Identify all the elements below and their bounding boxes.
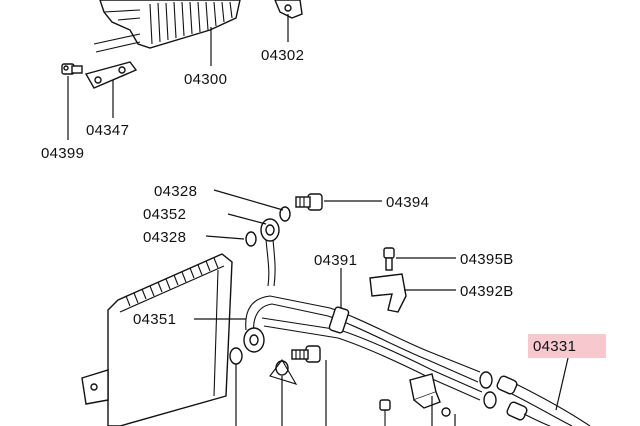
- banjo-bolt-04394: [295, 193, 323, 211]
- bolt-04395b: [383, 247, 395, 271]
- pipe-fitting-04351: [243, 327, 265, 353]
- bracket-04392b: [369, 273, 407, 313]
- callout-04391: 04391: [314, 252, 357, 269]
- washer-04328-upper: [279, 206, 291, 222]
- callout-04351: 04351: [133, 311, 176, 328]
- oil-cooler-lower: [81, 253, 233, 426]
- bolt-lower: [291, 345, 321, 363]
- leader-lines: [67, 14, 569, 426]
- callout-04331: 04331: [533, 338, 576, 355]
- bracket-04302: [274, 0, 303, 19]
- washer-lower-left: [229, 347, 243, 365]
- callout-04300: 04300: [184, 71, 227, 88]
- washer-04328-lower: [245, 231, 257, 247]
- callout-04328-upper: 04328: [154, 183, 197, 200]
- oil-pipe-04391: [245, 295, 483, 401]
- callout-04347: 04347: [86, 122, 129, 139]
- callout-labels: 04300 04302 04347 04399 04328 04352 0432…: [41, 47, 576, 355]
- bolt-04399: [61, 63, 83, 75]
- banjo-fitting-04352: [260, 218, 280, 242]
- highlight-04331: [528, 334, 606, 358]
- callout-04392b: 04392B: [460, 283, 514, 300]
- callout-04399: 04399: [41, 145, 84, 162]
- callout-04352: 04352: [143, 206, 186, 223]
- callout-04394: 04394: [386, 194, 429, 211]
- washer-lower-mid: [269, 359, 298, 385]
- mount-plate-04347: [84, 33, 141, 89]
- oil-cooler-upper: [99, 0, 241, 49]
- callout-04395b: 04395B: [460, 251, 514, 268]
- callout-04302: 04302: [261, 47, 304, 64]
- hose-04331: [479, 371, 591, 426]
- callout-04328-lower: 04328: [143, 229, 186, 246]
